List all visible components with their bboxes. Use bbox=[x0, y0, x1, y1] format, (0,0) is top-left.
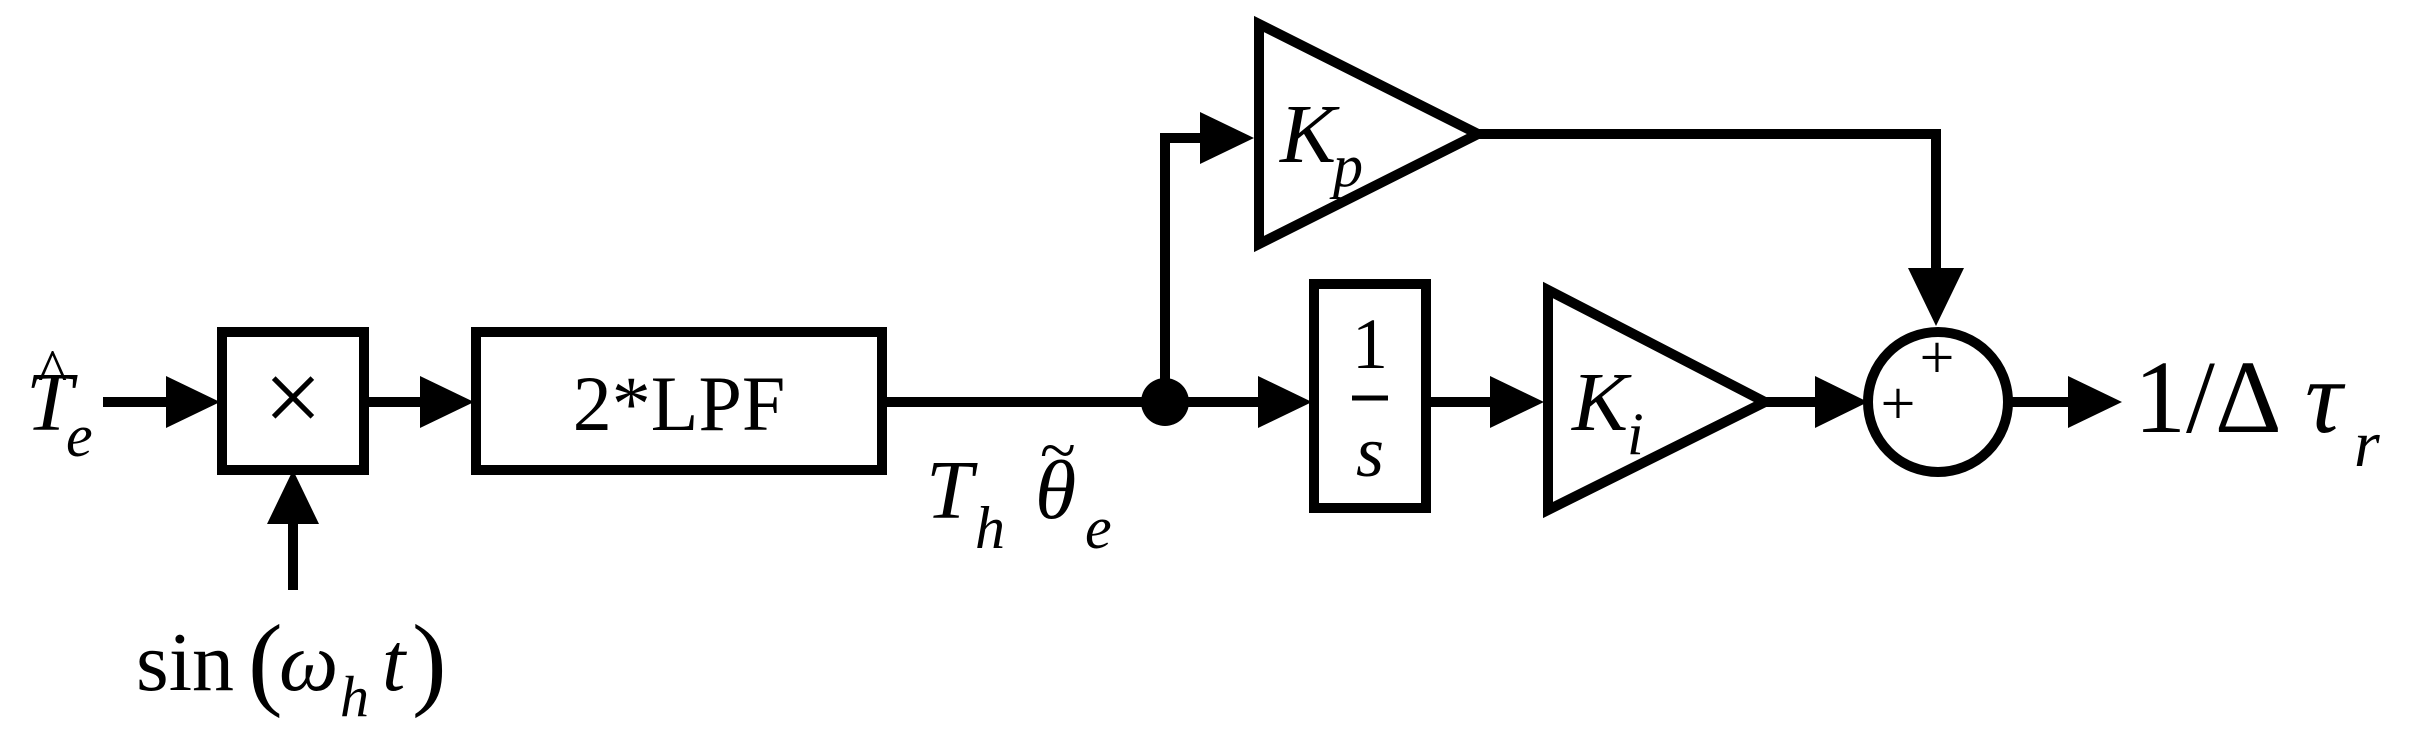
output-tau: τ bbox=[2305, 340, 2346, 455]
input-symbol: T bbox=[26, 356, 78, 449]
input-hat: ^ bbox=[38, 338, 67, 406]
error-signal-label: T h θ ~ e bbox=[926, 414, 1112, 561]
kp-to-summer-line bbox=[1478, 129, 1941, 280]
error-theta-subscript: e bbox=[1085, 495, 1112, 561]
output-text: 1/Δ bbox=[2134, 340, 2282, 455]
integrator-denominator: s bbox=[1356, 412, 1384, 492]
carrier-omega-subscript: h bbox=[340, 664, 369, 729]
kp-subscript: p bbox=[1329, 133, 1363, 199]
multiplier-symbol: × bbox=[264, 340, 323, 455]
kp-to-summer-arrowhead bbox=[1908, 268, 1964, 326]
carrier-open-paren: ( bbox=[248, 604, 283, 719]
input-arrowhead bbox=[166, 376, 220, 428]
carrier-arrowhead bbox=[267, 470, 319, 524]
error-theta-tilde: ~ bbox=[1040, 414, 1076, 487]
error-T: T bbox=[926, 444, 978, 537]
carrier-close-paren: ) bbox=[412, 604, 447, 719]
kp-K: K bbox=[1279, 88, 1340, 181]
error-T-subscript: h bbox=[975, 495, 1005, 561]
input-label: T ^ e bbox=[26, 338, 93, 469]
carrier-label: sin ( ω h t ) bbox=[136, 604, 447, 729]
branch-to-kp-arrowhead bbox=[1200, 112, 1254, 164]
output-label: 1/Δ τ r bbox=[2134, 340, 2380, 481]
ki-subscript: i bbox=[1627, 401, 1644, 467]
ki-K: K bbox=[1571, 356, 1632, 449]
lpf-label: 2*LPF bbox=[573, 360, 785, 447]
integrator-numerator: 1 bbox=[1352, 304, 1388, 384]
output-arrowhead bbox=[2068, 376, 2122, 428]
ki-gain-block bbox=[1543, 281, 1777, 519]
output-tau-subscript: r bbox=[2354, 408, 2380, 481]
mult-to-lpf-arrowhead bbox=[420, 376, 474, 428]
summer-top-sign: + bbox=[1920, 324, 1955, 392]
carrier-sin: sin bbox=[136, 616, 234, 709]
error-theta: θ bbox=[1035, 444, 1076, 537]
multiplier-block bbox=[217, 327, 369, 475]
kp-gain-block bbox=[1254, 15, 1490, 253]
input-subscript: e bbox=[66, 403, 93, 469]
summer-left-sign: + bbox=[1881, 370, 1916, 438]
integrator-to-ki-arrowhead bbox=[1490, 376, 1544, 428]
carrier-omega: ω bbox=[279, 616, 338, 709]
ki-to-summer-arrowhead bbox=[1815, 376, 1868, 428]
branch-to-kp-line bbox=[1160, 133, 1207, 402]
carrier-t: t bbox=[382, 616, 408, 709]
junction-to-integrator-arrowhead bbox=[1258, 376, 1312, 428]
